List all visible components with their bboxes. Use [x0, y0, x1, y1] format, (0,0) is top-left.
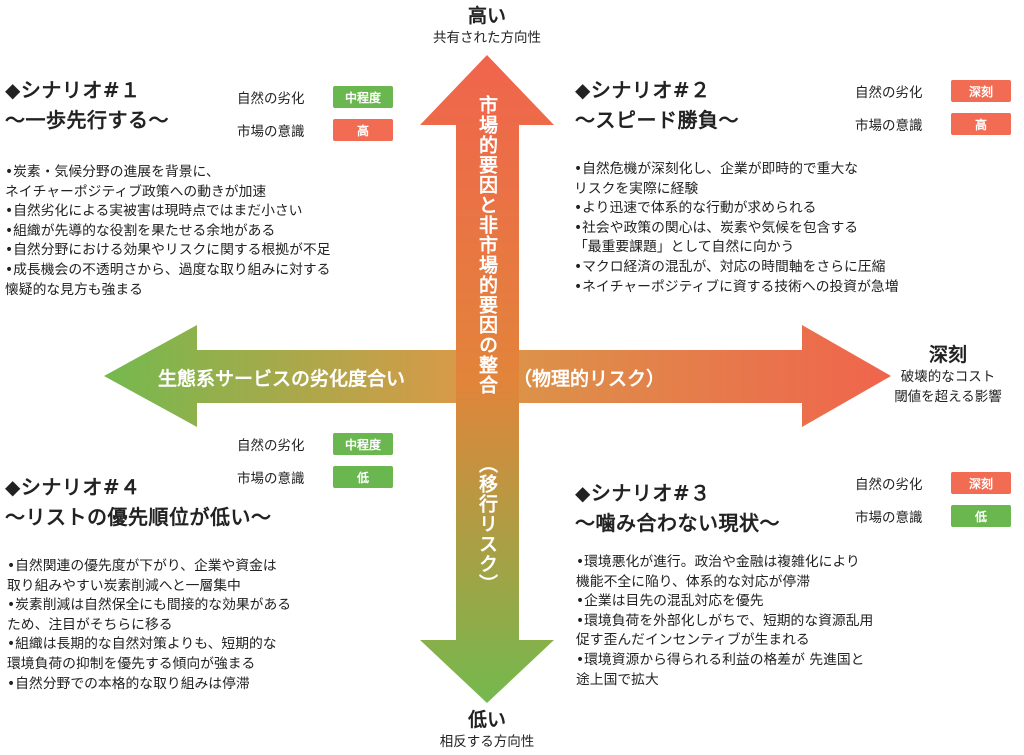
scenario-3-title: ◆シナリオ#３ 〜噛み合わない現状〜 [575, 478, 780, 538]
bullet: •炭素削減は自然保全にも間接的な効果がある [7, 597, 292, 614]
top-title: 高い [467, 5, 506, 27]
awareness-row: 市場の意識 高 [855, 111, 1011, 137]
degradation-row: 自然の劣化 深刻 [855, 78, 1011, 104]
degradation-badge: 深刻 [951, 80, 1011, 102]
bullet: 促す歪んだインセンティブが生まれる [576, 632, 810, 649]
right-title: 深刻 [928, 344, 967, 366]
degradation-badge: 中程度 [333, 433, 393, 455]
scenario-4-title: ◆シナリオ#４ 〜リストの優先順位が低い〜 [5, 472, 272, 532]
scenario-1-bullets: •炭素・気候分野の進展を背景に、 ネイチャーポジティブ政策への動きが加速 •自然… [5, 163, 330, 300]
awareness-row: 市場の意識 低 [855, 503, 1011, 529]
bullet: •自然危機が深刻化し、企業が即時的で重大な [574, 161, 859, 177]
degradation-row: 自然の劣化 深刻 [855, 470, 1011, 496]
scenario-1-title: ◆シナリオ#１ 〜一歩先行する〜 [5, 75, 169, 135]
awareness-label: 市場の意識 [855, 510, 923, 526]
degradation-row: 自然の劣化 中程度 [237, 431, 393, 457]
bullet: •組織は長期的な自然対策よりも、短期的な [7, 636, 277, 653]
scenario-4-title-line2: 〜リストの優先順位が低い〜 [5, 505, 272, 529]
degradation-label: 自然の劣化 [855, 85, 923, 101]
scenario-3-title-line2: 〜噛み合わない現状〜 [575, 511, 780, 535]
scenario-3-title-line1: ◆シナリオ#３ [575, 481, 711, 505]
degradation-badge: 中程度 [333, 86, 393, 108]
top-axis-end: 高い 共有された方向性 [387, 4, 587, 48]
bullet: 懐疑的な見方も強まる [5, 281, 143, 298]
bullet: •環境資源から得られる利益の格差が 先進国と [576, 651, 865, 668]
bottom-axis-end: 低い 相反する方向性 [387, 708, 587, 752]
bullet: •社会や政策の関心は、炭素や気候を包含する [574, 219, 859, 236]
bullet: •炭素・気候分野の進展を背景に、 [5, 164, 220, 180]
bullet: •組織が先導的な役割を果たせる余地がある [5, 222, 276, 239]
bullet: 環境負荷の抑制を優先する傾向が強まる [7, 655, 256, 672]
degradation-row: 自然の劣化 中程度 [237, 84, 393, 110]
bottom-title: 低い [467, 709, 506, 731]
bullet: ネイチャーポジティブ政策への動きが加速 [5, 183, 267, 200]
awareness-badge: 高 [333, 119, 393, 141]
awareness-label: 市場の意識 [237, 124, 305, 140]
right-line2: 閾値を超える影響 [894, 389, 1002, 405]
awareness-badge: 高 [951, 113, 1011, 135]
scenario-3-badges: 自然の劣化 深刻 市場の意識 低 [855, 470, 1011, 536]
scenario-4-title-line1: ◆シナリオ#４ [5, 475, 141, 499]
degradation-label: 自然の劣化 [237, 91, 305, 107]
scenario-1-title-line2: 〜一歩先行する〜 [5, 108, 169, 132]
bullet: •自然分野での本格的な取り組みは停滞 [7, 675, 250, 692]
degradation-label: 自然の劣化 [237, 438, 305, 454]
vertical-axis-sublabel: （移行リスク） [476, 454, 498, 594]
awareness-row: 市場の意識 高 [237, 117, 393, 143]
bullet: 取り組みやすい炭素削減へと一層集中 [7, 577, 241, 594]
bullet: •成長機会の不透明さから、過度な取り組みに対する [5, 261, 331, 278]
vertical-axis-arrow [420, 55, 554, 703]
bullet: •ネイチャーポジティブに資する技術への投資が急増 [574, 278, 899, 295]
bullet: •自然分野における効果やリスクに関する根拠が不足 [5, 242, 331, 259]
scenario-2-badges: 自然の劣化 深刻 市場の意識 高 [855, 78, 1011, 144]
bullet: •より迅速で体系的な行動が求められる [574, 200, 817, 217]
bullet: •マクロ経済の混乱が、対応の時間軸をさらに圧縮 [574, 258, 886, 275]
awareness-label: 市場の意識 [237, 471, 305, 487]
top-subtitle: 共有された方向性 [433, 30, 541, 46]
scenario-1-title-line1: ◆シナリオ#１ [5, 78, 141, 102]
awareness-badge: 低 [333, 466, 393, 488]
scenario-4-badges: 自然の劣化 中程度 市場の意識 低 [237, 431, 393, 497]
scenario-2-title-line1: ◆シナリオ#２ [575, 78, 711, 102]
bullet: •企業は目先の混乱対応を優先 [576, 593, 764, 610]
bottom-subtitle: 相反する方向性 [439, 734, 535, 750]
bullet: 機能不全に陥り、体系的な対応が停滞 [576, 573, 810, 590]
scenario-2-title: ◆シナリオ#２ 〜スピード勝負〜 [575, 75, 739, 135]
right-axis-end: 深刻 破壊的なコスト 閾値を超える影響 [878, 343, 1018, 407]
bullet: •自然関連の優先度が下がり、企業や資金は [7, 558, 277, 574]
awareness-row: 市場の意識 低 [237, 464, 393, 490]
scenario-4-bullets: •自然関連の優先度が下がり、企業や資金は 取り組みやすい炭素削減へと一層集中 •… [7, 557, 291, 694]
bullet: •自然劣化による実被害は現時点ではまだ小さい [5, 203, 303, 220]
scenario-2-title-line2: 〜スピード勝負〜 [575, 108, 739, 132]
degradation-label: 自然の劣化 [855, 477, 923, 493]
horizontal-axis-sublabel: （物理的リスク） [513, 368, 666, 390]
bullet: 「最重要課題」として自然に向かう [574, 239, 795, 256]
awareness-badge: 低 [951, 505, 1011, 527]
scenario-2-bullets: •自然危機が深刻化し、企業が即時的で重大な リスクを実際に経験 •より迅速で体系… [574, 160, 899, 297]
scenario-1-badges: 自然の劣化 中程度 市場の意識 高 [237, 84, 393, 150]
bullet: リスクを実際に経験 [574, 180, 699, 197]
degradation-badge: 深刻 [951, 472, 1011, 494]
bullet: ため、注目がそちらに移る [7, 616, 173, 633]
awareness-label: 市場の意識 [855, 118, 923, 134]
right-line1: 破壊的なコスト [900, 369, 996, 385]
bullet: 途上国で拡大 [576, 671, 659, 688]
bullet: •環境悪化が進行。政治や金融は複雑化により [576, 554, 860, 570]
horizontal-axis-label: 生態系サービスの劣化度合い [158, 368, 406, 390]
bullet: •環境負荷を外部化しがちで、短期的な資源乱用 [576, 612, 874, 629]
vertical-axis-label: 市場的要因と非市場的要因の整合 [476, 95, 498, 395]
scenario-3-bullets: •環境悪化が進行。政治や金融は複雑化により 機能不全に陥り、体系的な対応が停滞 … [576, 553, 873, 690]
